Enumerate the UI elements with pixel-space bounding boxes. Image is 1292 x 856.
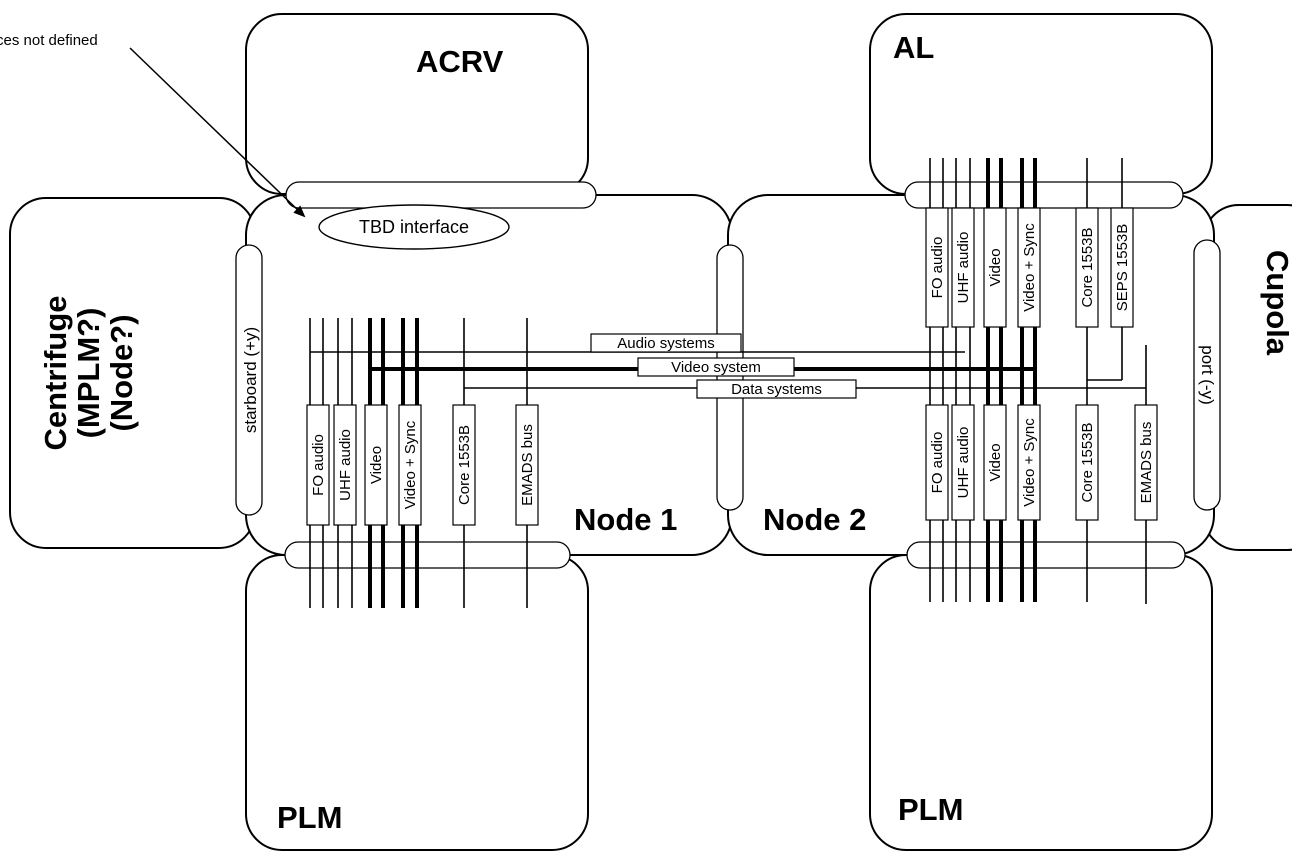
video-system-label-box — [637, 357, 795, 377]
data-systems-label-box — [696, 379, 857, 399]
node2-bottom-label-emads-bus: EMADS bus — [1138, 422, 1155, 504]
audio-systems-label-box — [590, 333, 742, 353]
node2-top-label-seps-1553b-box — [1110, 207, 1134, 328]
node2-bottom-label-video-box — [983, 404, 1007, 521]
interface-node1-plm — [284, 541, 571, 569]
node1-bus-label-fo-audio: FO audio — [310, 434, 327, 496]
annotation-note: ces not defined — [0, 32, 98, 49]
node1-bus-label-video-box — [364, 404, 388, 526]
node2-top-label-core-1553b-box — [1075, 207, 1099, 328]
acrv-title: ACRV — [416, 44, 504, 79]
tbd-interface-callout — [318, 204, 510, 250]
node2-bottom-label-uhf-audio: UHF audio — [955, 427, 972, 499]
node2-bottom-label-video-sync: Video + Sync — [1021, 418, 1038, 507]
node2-top-label-video: Video — [987, 248, 1004, 286]
node2-bottom-label-video-sync-box — [1017, 404, 1041, 521]
node2-bottom-label-video: Video — [987, 443, 1004, 481]
node1-bus-label-video-sync: Video + Sync — [402, 420, 419, 509]
starboard-label: starboard (+y) — [241, 327, 260, 433]
interface-node2-cupola — [1193, 239, 1221, 511]
interface-node1-node2 — [716, 244, 744, 511]
data-systems-label: Data systems — [731, 381, 822, 398]
node2-bottom-label-emads-bus-box — [1134, 404, 1158, 521]
acrv-module — [245, 13, 589, 195]
node-2-title: Node 2 — [763, 502, 866, 537]
cupola-title: Cupola — [1260, 250, 1292, 356]
node-1-title: Node 1 — [574, 502, 677, 537]
node1-bus-label-uhf-audio-box — [333, 404, 357, 526]
node1-bus-label-core-1553b: Core 1553B — [456, 425, 473, 505]
centrifuge-title: Centrifuge (MPLM?) (Node?) — [38, 296, 139, 451]
interface-acrv-node1 — [285, 181, 597, 209]
node2-bottom-label-fo-audio: FO audio — [929, 432, 946, 494]
node2-bottom-label-core-1553b: Core 1553B — [1079, 422, 1096, 502]
audio-systems-label: Audio systems — [617, 335, 715, 352]
callout-arrow — [129, 47, 306, 218]
node1-bus-label-video: Video — [368, 446, 385, 484]
node2-top-label-fo-audio-box — [925, 207, 949, 328]
node2-top-label-video-sync-box — [1017, 207, 1041, 328]
node1-bus-label-core-1553b-box — [452, 404, 476, 526]
node1-bus-label-video-sync-box — [398, 404, 422, 526]
node1-bus-label-emads-bus: EMADS bus — [519, 424, 536, 506]
video-system-label: Video system — [671, 359, 761, 376]
al-title: AL — [893, 30, 934, 65]
node2-top-label-seps-1553b: SEPS 1553B — [1114, 224, 1131, 312]
port-label: port (-y) — [1198, 345, 1217, 405]
interface-node2-plm — [906, 541, 1186, 569]
node1-bus-label-fo-audio-box — [306, 404, 330, 526]
node2-bottom-label-core-1553b-box — [1075, 404, 1099, 521]
node2-top-label-uhf-audio-box — [951, 207, 975, 328]
node1-bus-label-emads-bus-box — [515, 404, 539, 526]
node2-top-label-fo-audio: FO audio — [929, 237, 946, 299]
centrifuge-title-line-2: (MPLM?) — [71, 308, 106, 439]
node2-top-label-video-box — [983, 207, 1007, 328]
plm-left-title: PLM — [277, 800, 342, 835]
tbd-interface-label: TBD interface — [359, 217, 469, 237]
node2-top-label-core-1553b: Core 1553B — [1079, 227, 1096, 307]
node2-bottom-label-uhf-audio-box — [951, 404, 975, 521]
node1-bus-label-uhf-audio: UHF audio — [337, 429, 354, 501]
centrifuge-title-line-3: (Node?) — [104, 314, 139, 431]
centrifuge-title-line-1: Centrifuge — [38, 296, 73, 451]
interface-centrifuge-node1 — [235, 244, 263, 516]
interface-al-node2 — [904, 181, 1184, 209]
node2-top-label-video-sync: Video + Sync — [1021, 223, 1038, 312]
node2-bottom-label-fo-audio-box — [925, 404, 949, 521]
node2-top-label-uhf-audio: UHF audio — [955, 232, 972, 304]
plm-right-title: PLM — [898, 792, 963, 827]
